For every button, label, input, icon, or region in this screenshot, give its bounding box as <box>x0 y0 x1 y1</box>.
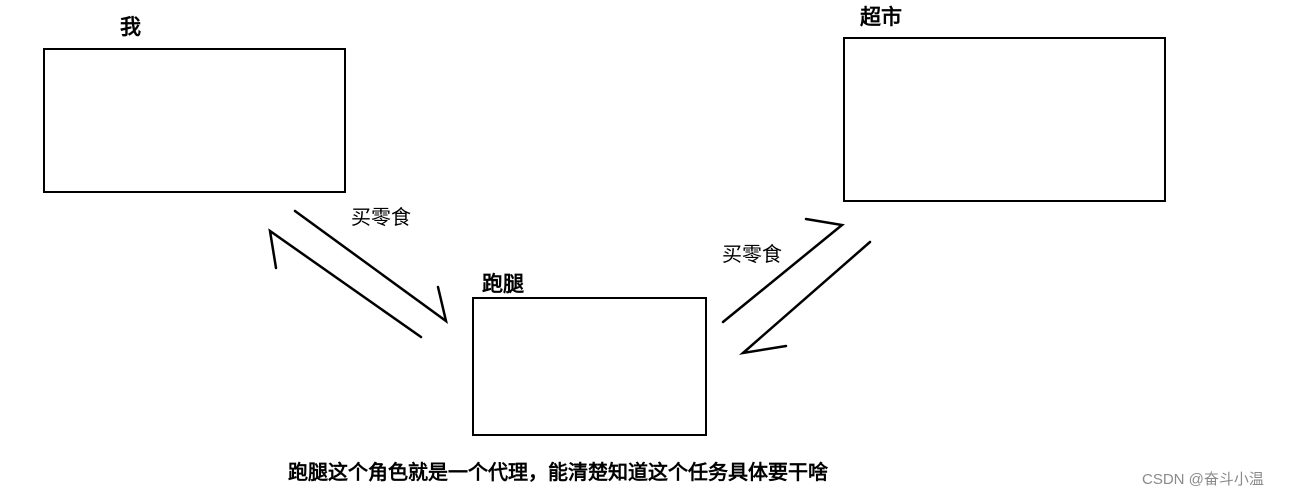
edge-label-me-to-errand: 买零食 <box>351 205 411 229</box>
arrow-errand-to-me <box>268 228 423 339</box>
node-errand-box <box>472 297 707 436</box>
node-errand-label: 跑腿 <box>482 272 524 296</box>
node-supermarket-box <box>843 37 1166 202</box>
node-me-box <box>43 48 346 193</box>
node-me-label: 我 <box>120 15 141 39</box>
diagram-caption: 跑腿这个角色就是一个代理，能清楚知道这个任务具体要干啥 <box>288 460 828 484</box>
arrow-errand-to-supermarket <box>721 217 845 324</box>
edge-label-errand-to-supermarket: 买零食 <box>722 242 782 266</box>
arrow-supermarket-to-errand <box>738 240 872 355</box>
csdn-watermark: CSDN @奋斗小温 <box>1142 471 1264 488</box>
arrow-me-to-errand <box>293 209 448 324</box>
node-supermarket-label: 超市 <box>860 5 902 29</box>
